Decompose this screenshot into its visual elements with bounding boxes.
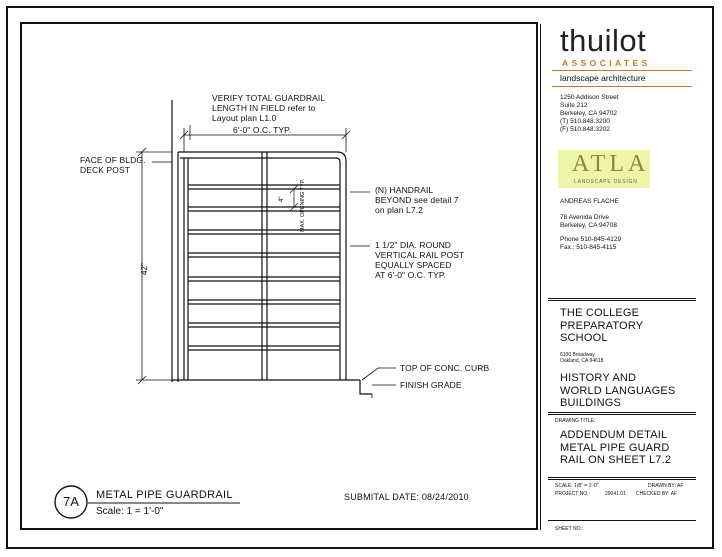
titleblock-divider-title xyxy=(548,412,696,413)
drawn-by: DRAWN BY: AF xyxy=(648,483,684,489)
grade-note: FINISH GRADE xyxy=(400,380,462,390)
titleblock-divider-scale-2 xyxy=(548,479,696,480)
sheet-no-label: SHEET NO.: xyxy=(555,526,584,532)
curb-leader xyxy=(361,367,396,381)
horizontal-rails xyxy=(188,184,340,351)
detail-scale: Scale: 1 = 1'-0" xyxy=(96,506,164,517)
consultant-contact: ANDREAS FLACHE xyxy=(560,198,619,205)
titleblock-divider-title-2 xyxy=(548,414,696,415)
drawing-title: ADDENDUM DETAIL METAL PIPE GUARD RAIL ON… xyxy=(560,429,672,466)
titleblock-divider-vertical xyxy=(540,24,541,530)
detail-bubble xyxy=(54,485,88,519)
titleblock-divider-client-2 xyxy=(548,300,696,301)
drawing-title-label: DRAWING TITLE: xyxy=(555,418,596,424)
handrail-note: (N) HANDRAIL BEYOND see detail 7 on plan… xyxy=(375,185,459,215)
top-rail-inner xyxy=(180,157,341,380)
titleblock-divider-scale xyxy=(548,477,696,478)
project-no-label: PROJECT NO.: xyxy=(555,491,590,497)
firm-discipline: landscape architecture xyxy=(560,73,646,83)
drawing-area-border xyxy=(20,22,538,530)
verify-note: VERIFY TOTAL GUARDRAIL LENGTH IN FIELD r… xyxy=(212,93,326,123)
client-name: THE COLLEGE PREPARATORY SCHOOL xyxy=(560,307,644,344)
gap-dimension-text: 4" xyxy=(279,197,285,202)
titleblock-divider-sheet xyxy=(548,520,696,521)
consultant-logo-sub: LANDSCAPE DESIGN xyxy=(574,179,638,185)
face-of-building-note: FACE OF BLDG. DECK POST xyxy=(80,155,146,175)
detail-title: METAL PIPE GUARDRAIL xyxy=(96,489,233,501)
project-no: 29041.01 xyxy=(605,491,626,497)
curb-edge xyxy=(359,380,372,395)
client-address: 6100 Broadway Oakland, CA 94618 xyxy=(560,352,604,364)
scale-label: SCALE: 1/8" = 1'-0" xyxy=(555,483,599,489)
consultant-logo-text: ATLA xyxy=(572,151,650,177)
detail-id: 7A xyxy=(63,494,79,509)
post-note: 1 1/2" DIA. ROUND VERTICAL RAIL POST EQU… xyxy=(375,240,465,280)
firm-logo-rule xyxy=(552,70,692,71)
firm-address: 1250 Addison Street Suite 212 Berkeley, … xyxy=(560,94,619,133)
spacing-note: 6'-0" O.C. TYP. xyxy=(233,125,292,135)
firm-logo-sub: ASSOCIATES xyxy=(562,58,651,68)
firm-logo-rule-2 xyxy=(552,86,692,87)
checked-by: CHECKED BY: AF xyxy=(636,491,678,497)
top-rail-outer xyxy=(178,151,347,380)
firm-logo-name: thuilot xyxy=(560,23,647,58)
max-opening-text: MAX. OPENING TYP. xyxy=(300,178,306,232)
sheet-border xyxy=(6,6,714,549)
consultant-address: 78 Avenida Drive Berkeley, CA 94708 xyxy=(560,214,617,229)
height-dimension-text: 42" xyxy=(140,263,149,275)
submittal-date: SUBMITAL DATE: 08/24/2010 xyxy=(344,492,469,502)
curb-note: TOP OF CONC. CURB xyxy=(400,363,490,373)
project-name: HISTORY AND WORLD LANGUAGES BUILDINGS xyxy=(560,372,676,409)
titleblock-divider-client xyxy=(548,298,696,299)
consultant-phone: Phone 510-845-4129 Fax.: 510-845-4115 xyxy=(560,236,622,251)
consultant-logo: ATLA LANDSCAPE DESIGN xyxy=(558,150,650,188)
